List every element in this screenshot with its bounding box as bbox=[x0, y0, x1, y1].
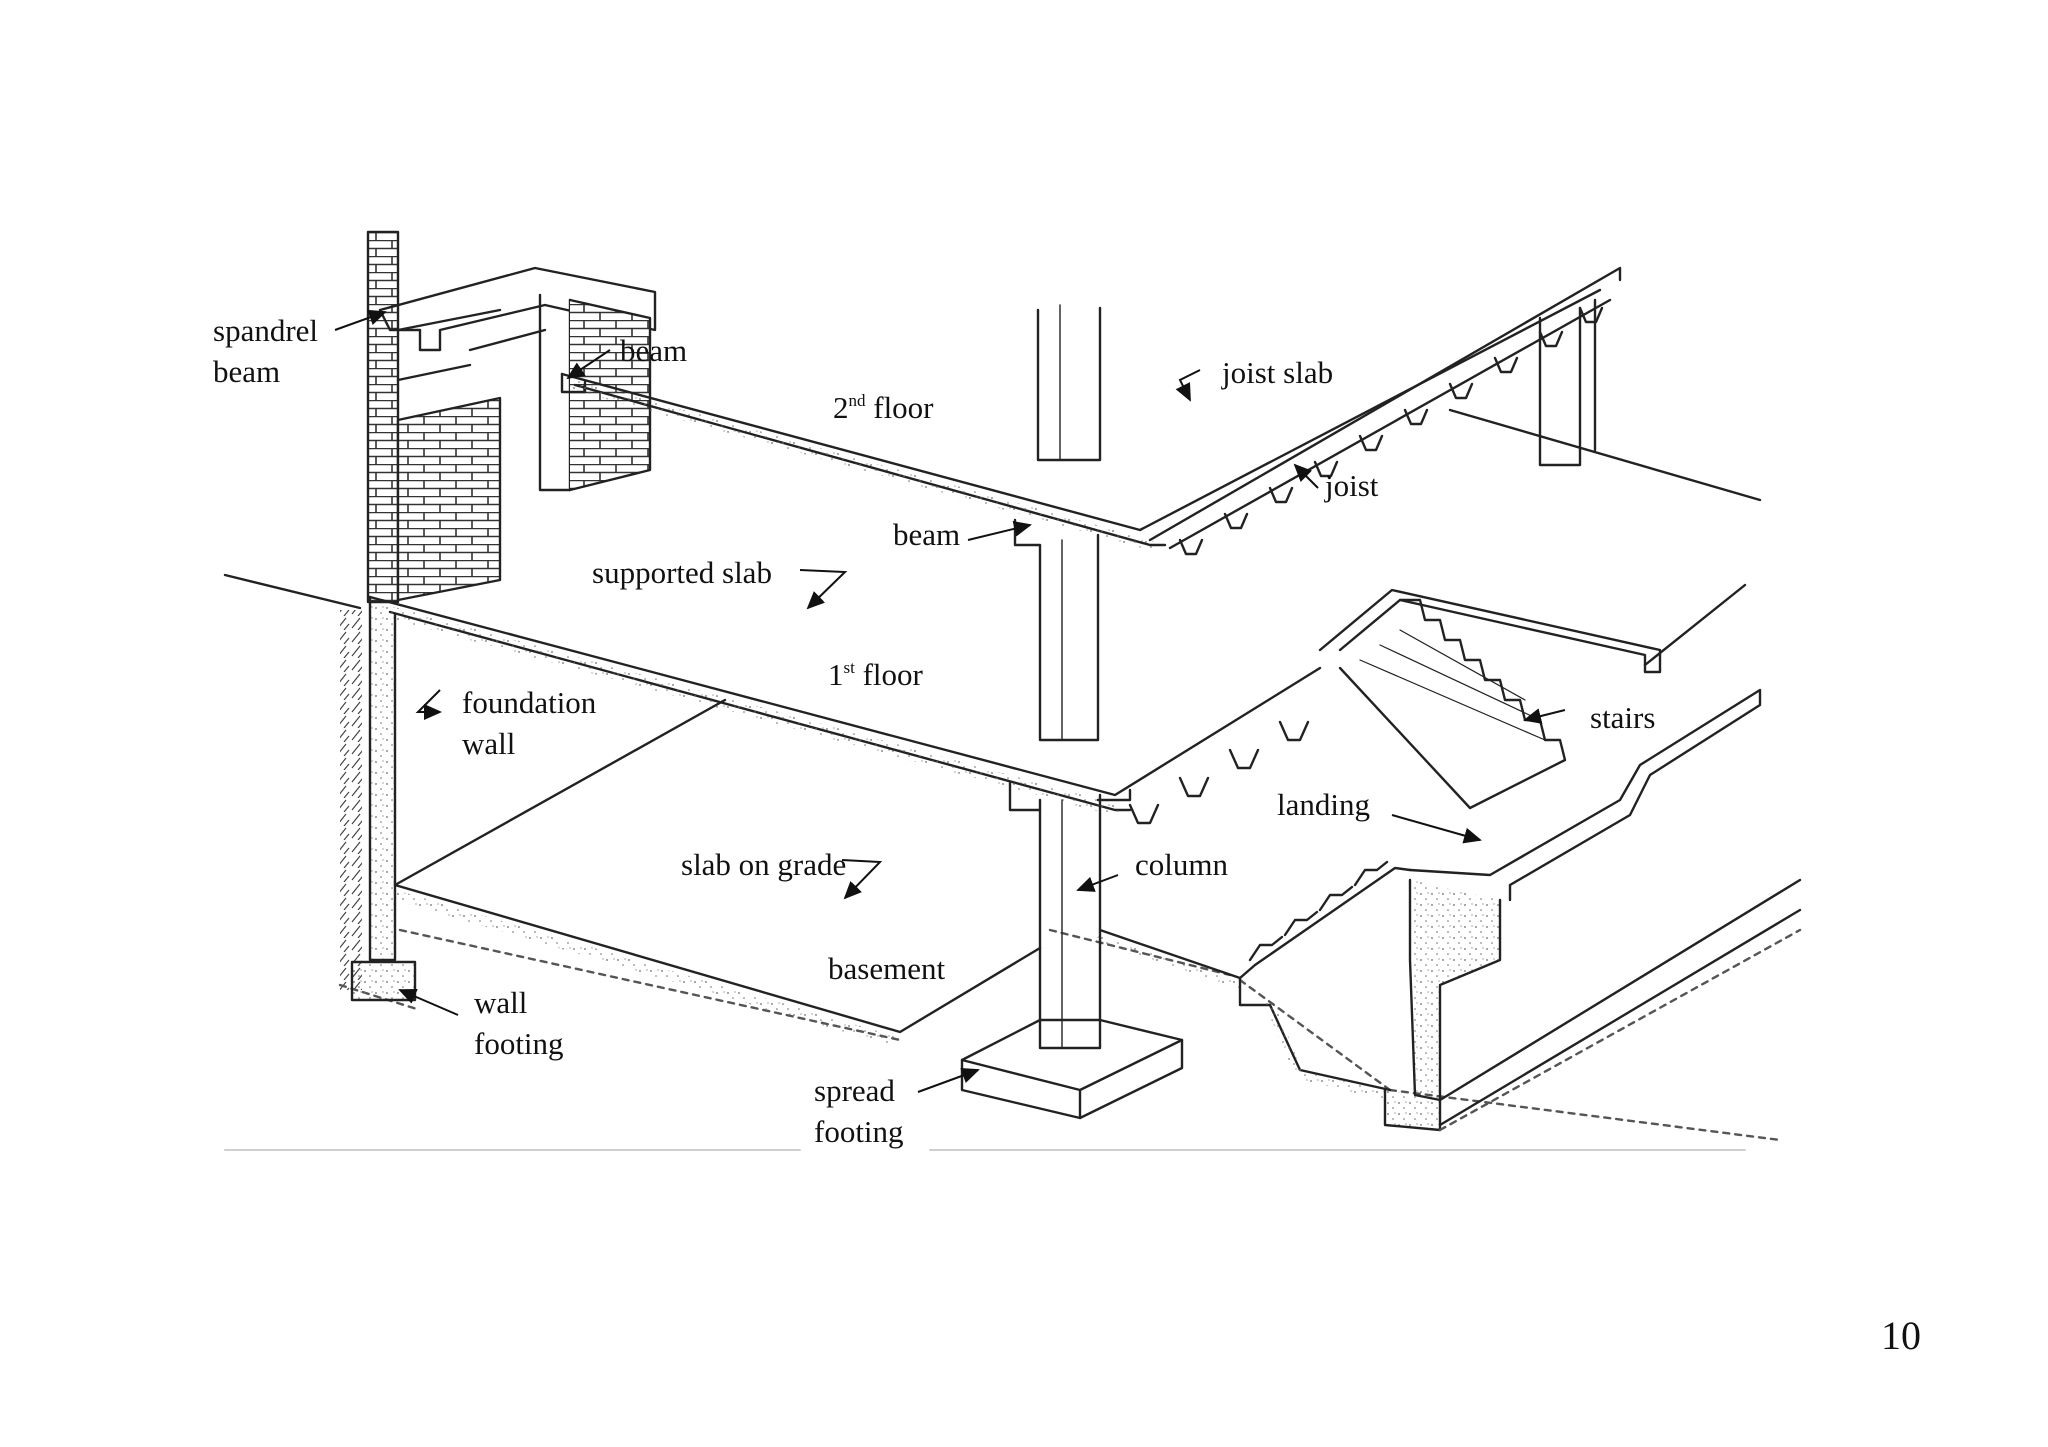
spandrel-beam-shape bbox=[378, 266, 657, 352]
lower-stair-stipple bbox=[1265, 1000, 1390, 1100]
label-column: column bbox=[1135, 847, 1228, 882]
stairs-flight bbox=[1338, 598, 1567, 810]
label-stairs: stairs bbox=[1590, 700, 1656, 735]
label-1st-floor: 1st floor bbox=[828, 654, 923, 695]
arrow-column bbox=[1076, 874, 1119, 892]
floor2-number: 2 bbox=[833, 390, 849, 425]
arrow-stairs bbox=[1523, 708, 1566, 724]
label-slab-on-grade: slab on grade bbox=[681, 847, 847, 882]
arrow-joist-slab bbox=[1175, 369, 1201, 402]
retaining-earth bbox=[1438, 928, 1802, 1132]
label-beam-upper: beam bbox=[620, 333, 688, 368]
arrow-landing bbox=[1391, 814, 1482, 844]
label-landing: landing bbox=[1277, 787, 1370, 822]
label-spread: spread bbox=[814, 1073, 895, 1108]
label-joist-slab: joist slab bbox=[1222, 355, 1334, 390]
arrow-supported-slab bbox=[799, 569, 848, 610]
floor1-number: 1 bbox=[828, 657, 844, 692]
label-2nd-floor: 2nd floor bbox=[833, 387, 934, 428]
label-wall-footing: footing bbox=[474, 1026, 564, 1061]
joist-ribs bbox=[1178, 306, 1604, 556]
joist-slab-edge bbox=[1148, 266, 1622, 542]
upper-landing-edge bbox=[1643, 583, 1747, 667]
brick-infill-wall bbox=[396, 396, 502, 602]
leader-arrows bbox=[334, 309, 1566, 1093]
retaining-wall bbox=[1408, 878, 1502, 1102]
basement-right-slab bbox=[1098, 928, 1242, 980]
floor2-slab-stipple bbox=[570, 380, 1155, 550]
basement-back-edge bbox=[393, 698, 727, 887]
arrow-beam-upper bbox=[566, 349, 611, 380]
slab-on-grade-stipple bbox=[390, 890, 895, 1045]
floor2-slab-edge bbox=[560, 288, 1602, 532]
label-supported-slab: supported slab bbox=[592, 555, 772, 590]
label-joist: joist bbox=[1325, 468, 1379, 503]
wall-footing-shape bbox=[350, 960, 417, 1002]
arrow-spread-footing bbox=[917, 1067, 980, 1093]
arrow-wall-footing bbox=[398, 988, 459, 1016]
upper-landing bbox=[1318, 588, 1662, 674]
floor1-word: floor bbox=[862, 657, 923, 692]
main-column-lower bbox=[1038, 793, 1102, 1050]
spandrel-ledge bbox=[468, 328, 547, 352]
label-foundation: foundation bbox=[462, 685, 597, 720]
lower-stair-steps bbox=[1248, 860, 1389, 962]
label-beam-mid: beam bbox=[893, 517, 961, 552]
label-foundation-wall: wall bbox=[462, 726, 516, 761]
spread-footing-edges bbox=[960, 1038, 1184, 1120]
brick-pilaster bbox=[366, 230, 400, 604]
spread-footing-shape bbox=[960, 1018, 1184, 1120]
rear-column bbox=[1538, 306, 1582, 467]
floor2-suffix: nd bbox=[848, 391, 866, 410]
earth-hatch-left bbox=[340, 610, 362, 990]
lower-stair-top bbox=[1238, 866, 1412, 980]
floor1-joists bbox=[1128, 720, 1310, 825]
label-spandrel: spandrel bbox=[213, 313, 319, 348]
upper-column bbox=[1036, 306, 1102, 462]
arrow-foundation-wall bbox=[415, 689, 442, 720]
rear-floor-edge bbox=[1448, 408, 1762, 502]
arrow-beam-mid bbox=[967, 520, 1032, 541]
floor1-slab-stipple bbox=[384, 606, 1121, 816]
arrow-joist bbox=[1293, 463, 1319, 489]
retaining-wall-top bbox=[1438, 878, 1802, 1127]
label-spandrel-beam: beam bbox=[213, 354, 281, 389]
label-basement: basement bbox=[828, 951, 946, 986]
label-wall: wall bbox=[474, 985, 528, 1020]
brick-wall-lines bbox=[396, 308, 502, 382]
slab-on-grade-edge bbox=[393, 883, 1042, 1034]
basement-right-stipple bbox=[1096, 936, 1244, 989]
main-column-upper bbox=[1013, 518, 1100, 742]
arrow-spandrel-beam bbox=[334, 309, 387, 331]
label-spread-footing: footing bbox=[814, 1114, 904, 1149]
foundation-wall bbox=[368, 595, 397, 962]
stair-tread-lines bbox=[1359, 629, 1546, 741]
joist-slab-soffit bbox=[1168, 298, 1612, 550]
floor1-slab-edge bbox=[368, 595, 1322, 797]
landing-slab bbox=[1408, 688, 1762, 902]
floor1-suffix: st bbox=[843, 658, 855, 677]
floor1-beam-under bbox=[1008, 780, 1132, 812]
page-number: 10 bbox=[1881, 1313, 1921, 1358]
retaining-wall-footing bbox=[1383, 1088, 1442, 1132]
ground-line-left bbox=[223, 573, 362, 610]
arrow-slab-on-grade bbox=[841, 859, 883, 900]
floor2-word: floor bbox=[873, 390, 934, 425]
